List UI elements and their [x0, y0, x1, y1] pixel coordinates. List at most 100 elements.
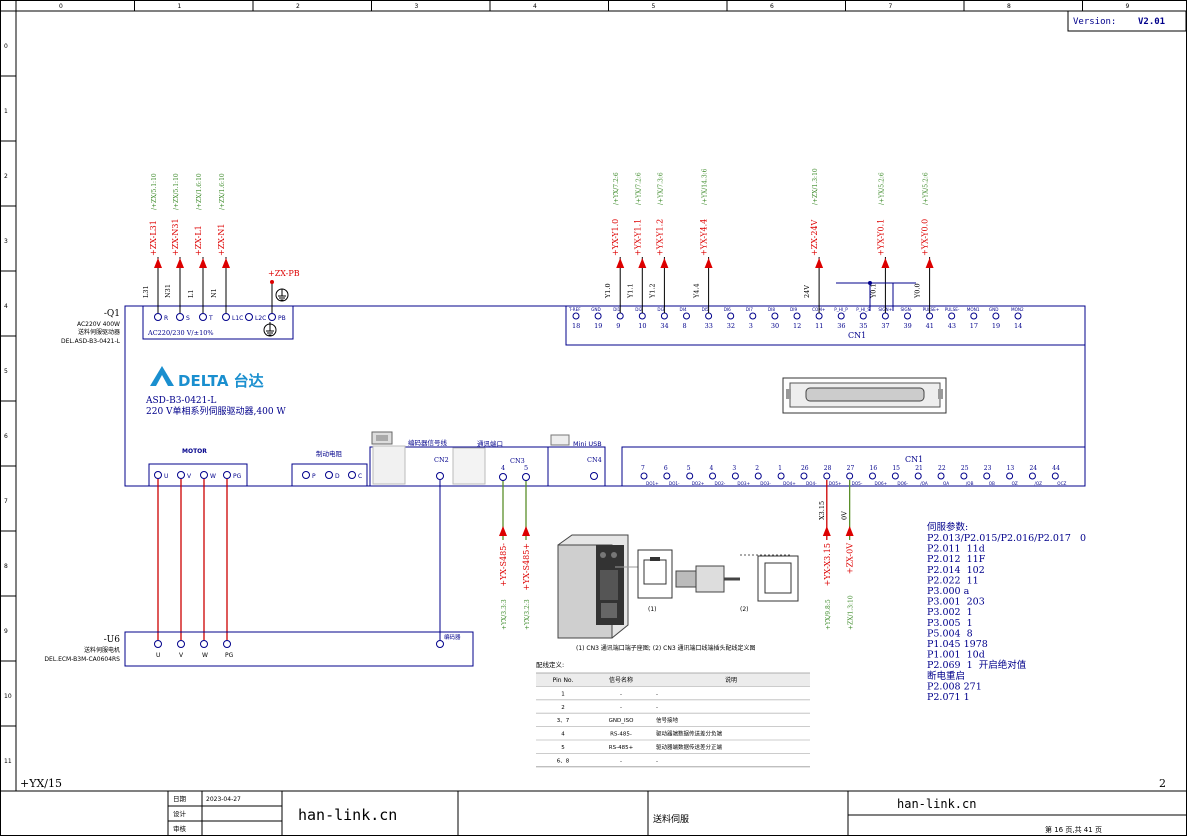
pin-table-cell: - — [656, 758, 658, 764]
power-terminal — [176, 313, 184, 321]
cn1-top-terminal — [948, 312, 956, 320]
cn1-top-terminal — [904, 312, 911, 320]
power-terminal-label: S — [186, 315, 190, 322]
cn1-top-pin-name: DI4 — [680, 307, 687, 312]
usb-port-icon — [550, 434, 570, 446]
cn1-bottom-terminal — [914, 472, 922, 480]
cn1-bottom-pin-name: DO1+ — [646, 481, 659, 486]
pin-table-cell: 3、7 — [557, 718, 570, 724]
brake-title: 制动电阻 — [316, 449, 343, 458]
param-line: P1.001 10d — [927, 650, 985, 661]
cn1-bottom-terminal — [983, 472, 991, 480]
comm-wire-label: +YX-S485+ — [522, 543, 531, 591]
cn3-figure: (1) (2) (1) CN3 通讯端口端子座图; (2) CN3 通讯端口线端… — [557, 534, 799, 652]
row-tick: 10 — [4, 693, 12, 700]
row-tick: 9 — [4, 628, 8, 635]
param-line: P2.014 102 — [927, 565, 985, 576]
pb-label: +ZX-PB — [268, 269, 300, 278]
cn1-bottom-pin-num: 44 — [1052, 465, 1060, 472]
pin-table-cell: - — [656, 705, 658, 711]
cn1-bottom-pin-name: DO5- — [852, 481, 863, 486]
cn1-bottom-terminal — [800, 472, 808, 480]
power-terminal-label: R — [164, 315, 168, 322]
cn1-bottom-pin-num: 7 — [641, 465, 645, 472]
io-wire-signal: 24V — [803, 285, 811, 298]
io-wire-signal: Y1.1 — [626, 283, 634, 299]
cn1-bottom-terminal — [960, 472, 968, 480]
pin-table-header: 说明 — [725, 676, 737, 684]
cn1-bottom-pin-name: DO4+ — [783, 481, 796, 486]
io-wire-label: +YX-Y1.0 — [611, 219, 620, 256]
motor-terminal-label: W — [210, 473, 216, 480]
power-terminal-label: L1C — [232, 315, 243, 322]
cn1-bottom-terminal — [891, 472, 899, 480]
brake-terminal — [325, 471, 333, 479]
cn1-top-pin-name: GND — [989, 307, 999, 312]
cn1-top-pin-name: PULSE- — [945, 307, 960, 312]
motor-terminal — [177, 471, 185, 479]
cn1-top-pin-name: DI5 — [702, 307, 709, 312]
cn1-bottom-pin-name: DO4- — [806, 481, 817, 486]
power-terminal — [199, 313, 207, 321]
io-wire-signal: Y0.0 — [914, 283, 922, 299]
cn1-bottom-pin-name: DO2- — [715, 481, 726, 486]
motor-terminal-label: V — [187, 473, 192, 480]
cn1-top-terminal — [705, 312, 713, 320]
cn1-top-pin-num: 35 — [859, 322, 867, 330]
power-wire-signal: N1 — [210, 288, 218, 298]
param-line: 断电重启 — [927, 670, 965, 682]
cn1-bottom-pin-num: 28 — [824, 465, 832, 472]
cn1-bottom-pin-name: DO6- — [897, 481, 908, 486]
col-tick: 4 — [533, 3, 537, 10]
row-tick: 6 — [4, 433, 8, 440]
cn1-top-terminal — [837, 312, 845, 320]
brake-terminal-label: C — [358, 473, 362, 480]
col-tick: 1 — [178, 3, 182, 10]
motor-terminal — [200, 471, 208, 479]
cn1-top-pin-num: 36 — [837, 322, 845, 330]
cn1-top-pin-name: T-REF — [568, 307, 581, 312]
usb-title: Mini USB — [573, 440, 602, 448]
power-terminal — [222, 313, 230, 321]
cn1-top-pin-name: DI3 — [657, 307, 664, 312]
cn1-top-pin-name: DI9 — [790, 307, 797, 312]
io-wire-ref: /+YX/7.2:6 — [613, 172, 620, 205]
cn1-connector-icon — [782, 377, 947, 414]
cn1-bottom-terminal — [1028, 472, 1036, 480]
cn1-bottom-pin-name: OB — [989, 481, 995, 486]
power-terminal-label: PB — [278, 315, 286, 322]
cn1-top-pin-num: 30 — [771, 322, 779, 330]
io-wire-ref: /+YX/14.3:6 — [702, 168, 709, 205]
motor-terminal-label: PG — [233, 473, 242, 480]
do-wire-ref: +ZX/1.3:10 — [848, 595, 855, 630]
cn1-top-terminal — [616, 312, 624, 320]
u6-terminal — [177, 640, 185, 648]
io-wire-label: +YX-Y1.1 — [633, 219, 642, 256]
sheet-ref: +YX/15 — [20, 777, 62, 790]
brake-terminal — [348, 471, 356, 479]
param-line: P2.011 11d — [927, 544, 985, 555]
cn1-top-terminal — [771, 312, 779, 320]
row-tick: 0 — [4, 43, 8, 50]
row-tick: 8 — [4, 563, 8, 570]
cn1-top-terminal — [815, 312, 823, 320]
encoder-port-icon — [371, 431, 406, 485]
comm-wire-ref: +YX/3.3:3 — [501, 599, 508, 630]
do-wire-label: +ZX-0V — [846, 543, 855, 574]
cn1-top-terminal — [594, 312, 602, 320]
encoder-conn: CN2 — [434, 456, 449, 464]
power-terminal — [268, 313, 276, 321]
cn1-bottom-pin-name: OZ — [1012, 481, 1018, 486]
figure-sub1: (1) — [648, 606, 657, 613]
cn1-top-pin-num: 37 — [881, 322, 889, 330]
cn1-bottom-terminal — [777, 472, 785, 480]
date-value: 2023-04-27 — [206, 796, 241, 803]
u6-terminal-label: U — [156, 652, 160, 659]
param-line: P2.071 1 — [927, 692, 970, 703]
pin-table-cell: - — [620, 758, 622, 764]
cn1-top-pin-num: 8 — [683, 322, 687, 330]
date-label: 日期 — [173, 795, 187, 803]
usb-conn: CN4 — [587, 456, 602, 464]
col-tick: 2 — [296, 3, 300, 10]
comm-port-icon — [452, 447, 486, 485]
